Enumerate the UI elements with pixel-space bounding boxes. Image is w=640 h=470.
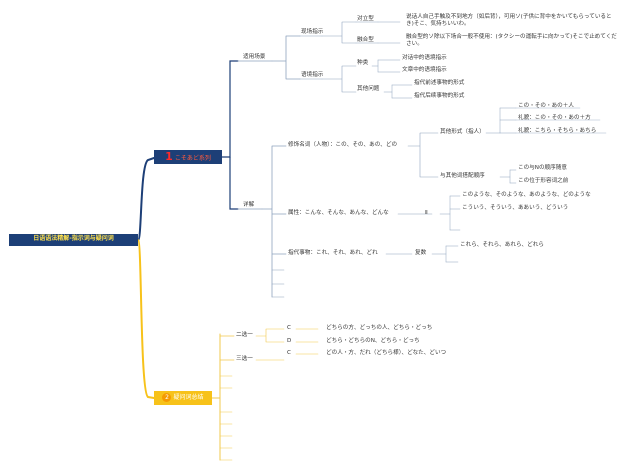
other-issues-node[interactable]: 其他问题: [357, 86, 380, 92]
choose-three-mark: C: [287, 350, 291, 356]
context-type-node[interactable]: 种类: [357, 60, 369, 66]
choose-three-item: どの人・方、だれ（どちら様）、どなた、どいつ: [326, 350, 447, 356]
other-forms-node[interactable]: 其他形式（指人）: [440, 129, 485, 135]
topic-label: 疑问词总结: [173, 394, 204, 401]
choose-two-mark: D: [287, 338, 292, 344]
merged-type-node[interactable]: 融合型: [357, 37, 374, 43]
choose-two-node[interactable]: 二选一: [236, 332, 253, 338]
other-forms-item: 礼貌：こちら・そちら・あちら: [518, 128, 597, 134]
pairing-order-item: この位于形容词之前: [518, 178, 569, 184]
opposed-type-node[interactable]: 对立型: [357, 16, 374, 22]
modifier-node[interactable]: 修饰名词（人物）：この、その、あの、どの: [288, 142, 398, 148]
other-issues-item: 指代前述事物的形式: [414, 80, 465, 86]
property-mark: Ⅱ: [425, 210, 428, 216]
other-forms-item: この・その・あの＋人: [518, 103, 574, 109]
property-item: こういう、そういう、ああいう、どういう: [462, 205, 569, 211]
other-forms-item: 礼貌：この・その・あの＋方: [518, 115, 591, 121]
property-node[interactable]: 属性：こんな、そんな、あんな、どんな: [288, 210, 389, 216]
choose-three-node[interactable]: 三选一: [236, 356, 253, 362]
plural-mark: 复数: [415, 250, 427, 256]
things-node[interactable]: 指代事物：これ、それ、あれ、どれ: [288, 250, 378, 256]
choose-two-mark: C: [287, 325, 291, 331]
plural-item: これら、それら、あれら、どれら: [460, 242, 544, 248]
context-reference-node[interactable]: 语境指示: [301, 72, 324, 78]
spatial-reference-node[interactable]: 现场指示: [301, 29, 324, 35]
merged-type-desc: 融合型的ソ除以下场合一般不使用：(タクシーの運転手に向かって)そこで止めてくださ…: [406, 34, 617, 47]
opposed-type-desc: 说话人自己手触及不到地方（如后背），可用ソ(子供に背中をかいてもらっているとき)…: [406, 14, 612, 27]
other-issues-item: 指代后续事物的形式: [414, 93, 465, 99]
root-node[interactable]: 日语语法精解-指示词与疑问词: [9, 234, 138, 246]
choose-two-item: どちら・どちらのN、どちら・どっち: [326, 338, 420, 344]
pairing-order-item: この与Nの顺序随意: [518, 165, 567, 171]
context-type-item: 文章中的语境指示: [402, 67, 447, 73]
detail-node[interactable]: 详解: [243, 202, 255, 208]
topic-number-badge: 2: [162, 393, 172, 402]
topic-label: こそあど系列: [174, 155, 211, 162]
property-item: このような、そのような、あのような、どのような: [462, 192, 591, 198]
context-type-item: 对话中的语境指示: [402, 55, 447, 61]
choose-two-item: どちらの方、どっちの人、どちら・どっち: [326, 325, 433, 331]
pairing-order-node[interactable]: 与其他词搭配顺序: [440, 173, 485, 179]
topic-number-badge: 1: [165, 150, 173, 163]
usage-node[interactable]: 适用场景: [243, 54, 266, 60]
